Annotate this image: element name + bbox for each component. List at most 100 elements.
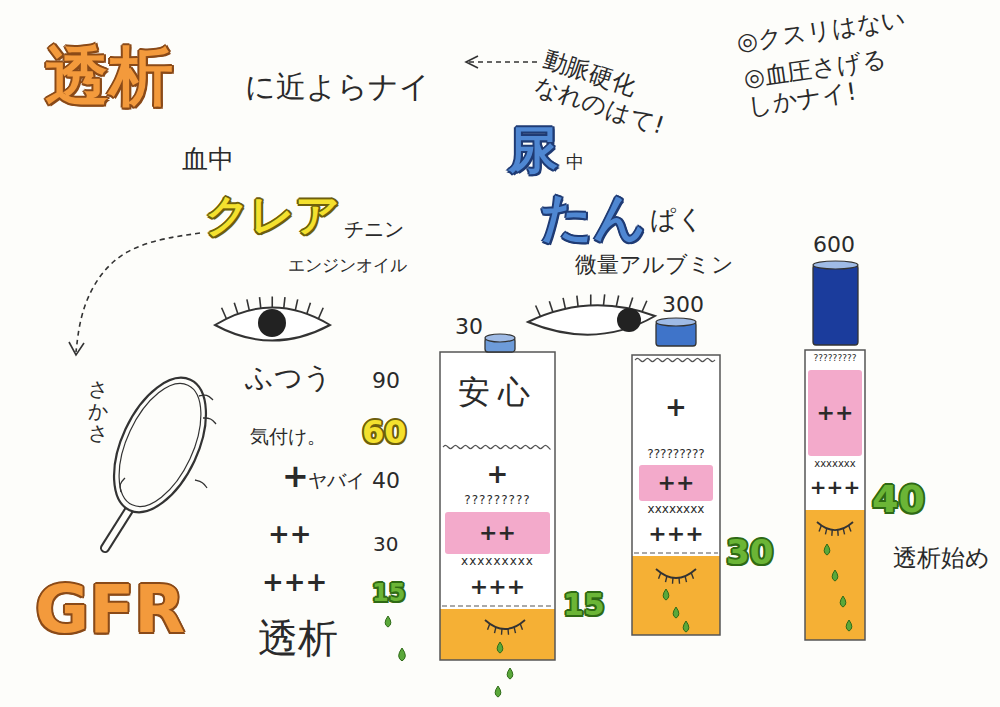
bottle-cap	[813, 265, 858, 345]
tear-drop	[840, 596, 846, 607]
eyelash	[488, 624, 490, 630]
tear-drop	[495, 686, 501, 697]
eyelash	[691, 573, 693, 579]
node-text: 600	[813, 232, 855, 257]
eyelash	[577, 296, 578, 307]
motion-mark	[203, 418, 216, 424]
node-text: +	[665, 393, 687, 423]
bar-outline	[805, 350, 865, 640]
text-label: +++	[262, 568, 327, 598]
node-text: ?????????	[647, 448, 704, 462]
dashed-line	[442, 605, 553, 606]
eyelash	[318, 308, 323, 319]
dashed-arrow	[76, 233, 200, 352]
text-label: 透析	[258, 615, 338, 661]
node-text: 安心	[458, 374, 538, 411]
text-label: ヤバイ	[308, 470, 365, 492]
bottle-cap-top	[813, 261, 858, 269]
text-label: 15	[372, 580, 405, 608]
text-label: クレア	[205, 190, 340, 241]
level-bar: 30安心+?????????xxxxxxxxx+++++	[440, 352, 555, 660]
motion-mark	[195, 480, 207, 488]
tear-drop	[507, 668, 513, 679]
text-label: 15	[563, 588, 605, 623]
eyelash	[672, 578, 674, 584]
text-label: 40	[872, 478, 925, 522]
eyelash	[603, 294, 604, 305]
eyelash	[837, 530, 839, 536]
dialysis-zone	[805, 510, 865, 640]
node-text: ?????????	[814, 353, 857, 363]
node-text: 300	[662, 292, 704, 317]
eyelash	[284, 297, 285, 308]
tear-drop	[663, 589, 669, 600]
bottle-cap-top	[656, 318, 696, 326]
eyelash	[520, 624, 522, 630]
bar-outline	[440, 352, 555, 660]
eyelash	[616, 295, 618, 306]
bar-outline	[632, 355, 720, 635]
magnifier-lens	[95, 364, 225, 527]
text-label: 60	[362, 414, 407, 451]
bottle-cap-top	[485, 334, 515, 342]
text-label: GFR	[35, 572, 185, 648]
eyelash	[501, 629, 503, 635]
node-text: さかさ	[88, 378, 108, 444]
eye-outline	[215, 308, 330, 341]
magnifier-handle	[105, 510, 129, 548]
node-text: +++	[470, 574, 525, 599]
arrow-head	[69, 342, 84, 355]
text-label: 30	[726, 533, 773, 572]
bar-ground	[805, 350, 865, 640]
eyelash	[247, 299, 249, 310]
eyelash	[507, 629, 509, 635]
text-label: 透析始め	[893, 545, 946, 573]
node-text: 30	[455, 314, 483, 339]
illustrations	[69, 56, 655, 661]
eyelash	[666, 576, 667, 582]
magnifier-handle-inner	[105, 510, 129, 548]
dashed-arrow	[468, 61, 537, 63]
tear-drop	[385, 616, 391, 627]
tear-drop	[832, 570, 838, 581]
eyelash	[685, 576, 686, 582]
bar-ground	[440, 352, 555, 660]
eyelash	[271, 297, 273, 308]
text-label: 動脈硬化 なれのはて!	[531, 46, 646, 130]
tear-drop	[497, 642, 503, 653]
node-text: xxxxxxxx	[648, 503, 705, 517]
eyelash	[819, 525, 821, 531]
title: 透析	[45, 40, 173, 114]
magnifier: さかさ	[85, 360, 215, 550]
text-label: 中	[566, 152, 584, 173]
level-bar: 300+?????????xxxxxxxx+++++	[632, 355, 720, 635]
node-text: +++	[648, 521, 703, 546]
text-label: チニン	[344, 218, 404, 241]
node-text: +	[487, 460, 509, 490]
eyelash	[659, 573, 661, 579]
node-text: +++	[810, 476, 860, 499]
tear-drop	[683, 621, 689, 632]
tear-drop	[673, 607, 679, 618]
tear-drop	[399, 648, 406, 661]
text-label: 40	[372, 468, 400, 493]
dashed-line	[634, 552, 718, 553]
eyelash	[590, 295, 592, 306]
motion-mark	[120, 478, 125, 492]
eyelash	[234, 303, 238, 314]
node-text: ++	[817, 400, 854, 425]
motion-mark	[199, 395, 213, 400]
level-band: ++	[639, 465, 713, 501]
text-label: 30	[373, 533, 398, 556]
text-label: 微量アルブミン	[575, 252, 734, 277]
tear-drop	[824, 544, 830, 555]
level-band: ++	[808, 370, 862, 456]
tear-drop	[846, 620, 852, 631]
arrow-head	[466, 56, 478, 68]
sleeping-face	[485, 620, 525, 697]
eyelash	[549, 301, 553, 312]
eyelash	[563, 298, 565, 309]
node-text: xxxxxxx	[814, 458, 855, 470]
magnifier-lens-inner	[102, 371, 218, 519]
